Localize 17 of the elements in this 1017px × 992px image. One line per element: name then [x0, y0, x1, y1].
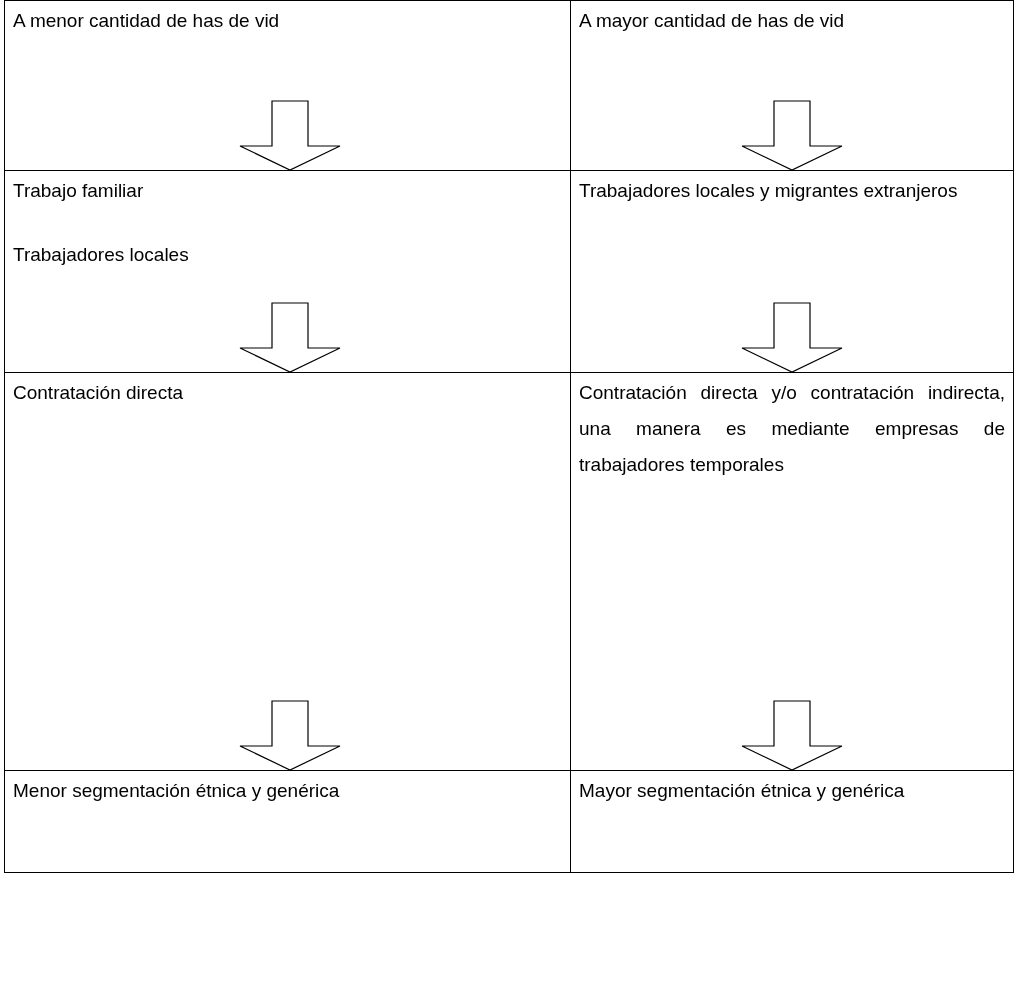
cell-text: Mayor segmentación étnica y genérica [579, 779, 906, 803]
cell-text: Trabajo familiar [13, 179, 145, 203]
block-arrow [239, 100, 341, 171]
block-arrow [741, 700, 843, 771]
block-arrow [741, 302, 843, 373]
cell-text: A mayor cantidad de has de vid [579, 9, 846, 33]
cell-text: Menor segmentación étnica y genérica [13, 779, 341, 803]
block-arrow [239, 302, 341, 373]
block-arrow [239, 700, 341, 771]
block-arrow [741, 100, 843, 171]
cell-text: Trabajadores locales y migrantes extranjeros [579, 179, 959, 203]
cell-text: Trabajadores locales [13, 243, 190, 267]
cell-text: Contratación directa y/o contratación indirecta, una manera es mediante empresas de trabajadores temporales [579, 381, 1005, 477]
cell-text: Contratación directa [13, 381, 185, 405]
table-cell [570, 770, 1014, 873]
table-cell [4, 770, 571, 873]
cell-text: A menor cantidad de has de vid [13, 9, 281, 33]
